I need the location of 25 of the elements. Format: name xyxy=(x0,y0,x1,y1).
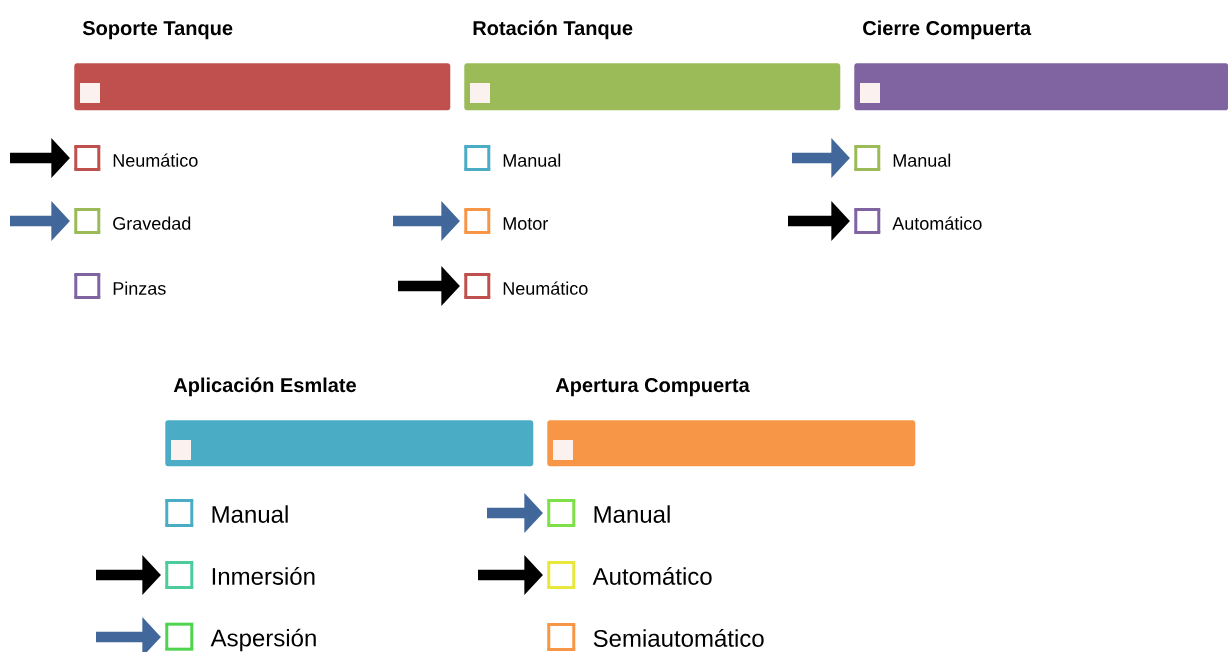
checkbox-option: Manual xyxy=(854,145,951,171)
checkbox-option: Neumático xyxy=(464,273,588,299)
checkbox-option: Manual xyxy=(165,499,288,527)
checkbox-option: Semiautomático xyxy=(547,623,764,651)
checkbox-option: Inmersión xyxy=(165,561,315,589)
checkbox-option: Manual xyxy=(547,499,670,527)
node-label: Rotación Tanque xyxy=(473,20,633,40)
category-bar: Soporte Tanque xyxy=(74,21,451,111)
checkbox-option: Pinzas xyxy=(74,273,166,299)
checkbox-option: Manual xyxy=(464,145,561,171)
category-bar: Cierre Compuerta xyxy=(854,20,1228,111)
checkbox-option: Automático xyxy=(547,561,712,589)
node-label: Soporte Tanque xyxy=(82,21,233,40)
checkbox-option: Automático xyxy=(854,208,982,234)
checkbox-option: Aspersión xyxy=(165,622,316,652)
node-label: Apertura Compuerta xyxy=(555,378,750,397)
arrow xyxy=(96,617,161,652)
node-label: Aplicación Esmlate xyxy=(173,377,356,397)
checkbox-option: Motor xyxy=(464,208,548,234)
node-label: Cierre Compuerta xyxy=(863,20,1032,40)
checkbox-option: Neumático xyxy=(74,145,198,171)
category-bar: Rotación Tanque xyxy=(464,20,841,111)
checkbox-option: Gravedad xyxy=(74,208,191,234)
category-bar: Aplicación Esmlate xyxy=(165,377,534,467)
category-bar: Apertura Compuerta xyxy=(547,378,916,467)
